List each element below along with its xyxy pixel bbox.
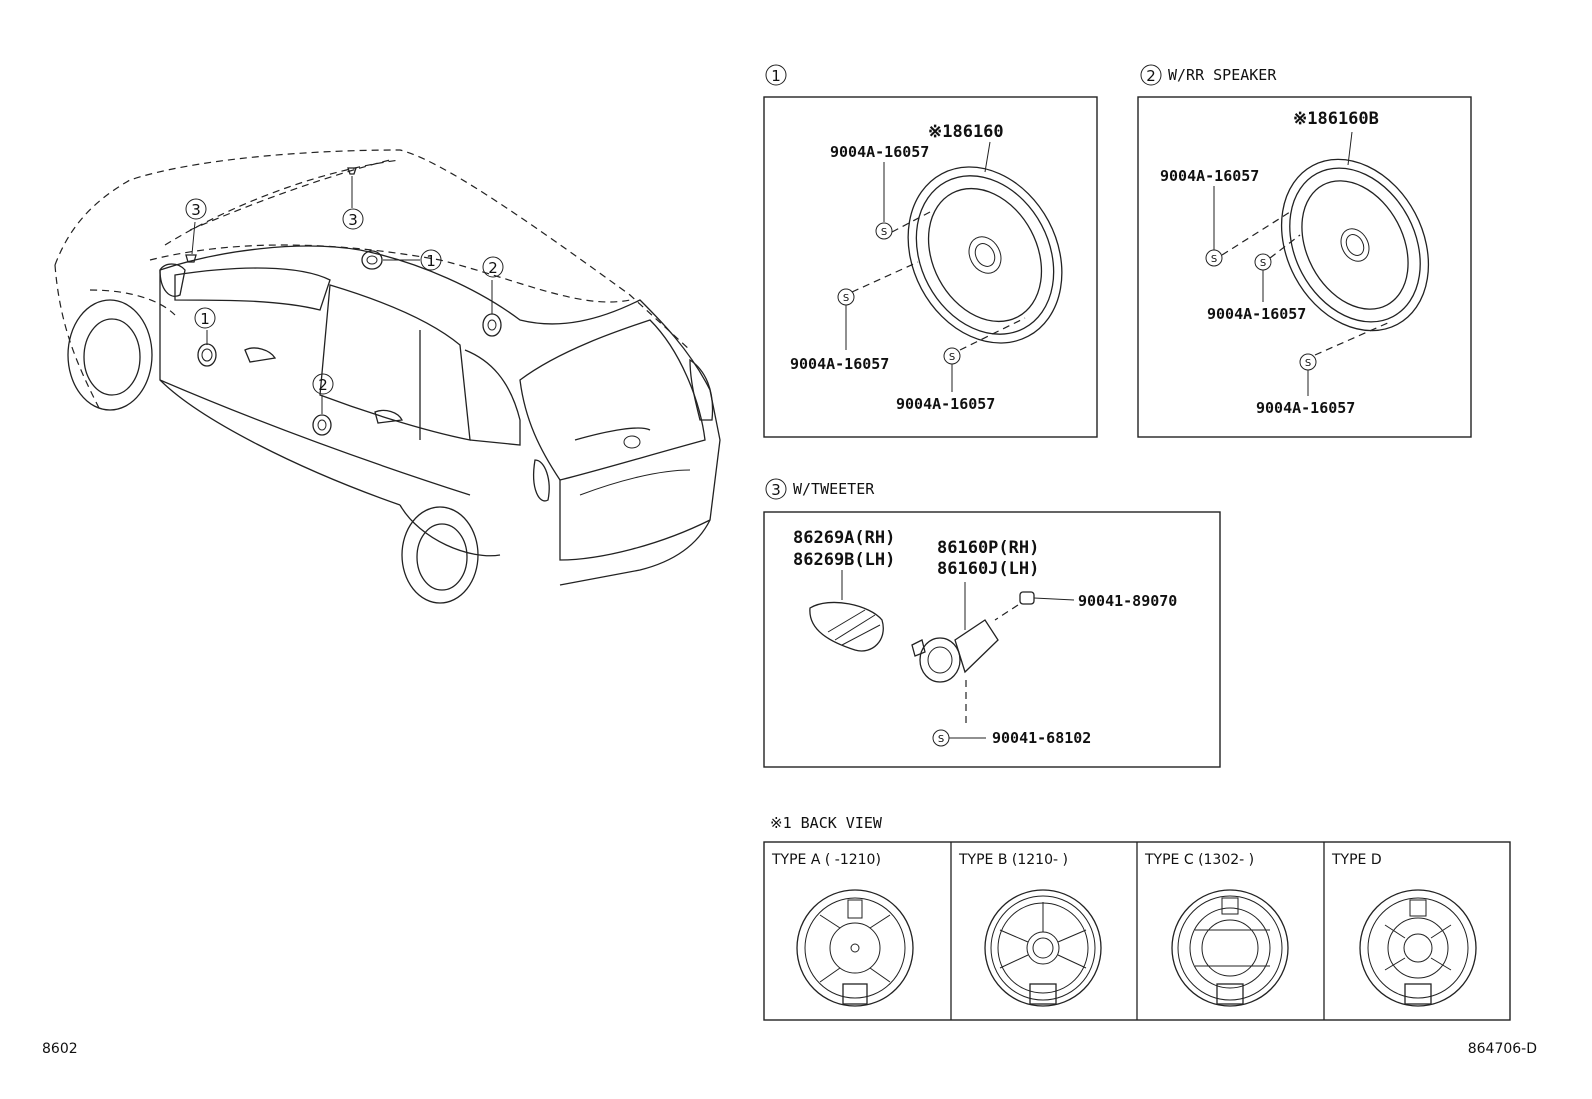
car-speaker-front-roof (361, 250, 383, 270)
car-tweeter-pillar (185, 254, 197, 263)
rear-speaker-unit (1280, 158, 1430, 332)
screw-icon: S (1299, 353, 1317, 371)
tweeter-clip (1019, 591, 1075, 605)
svg-text:S: S (1305, 358, 1311, 369)
section-3-number: 3 (771, 481, 781, 499)
type-d-label: TYPE D (1331, 852, 1382, 868)
tweeter-cover (809, 601, 884, 652)
front-speaker-unit (907, 166, 1063, 344)
section-1-screw-part-bottom: 9004A-16057 (896, 395, 995, 413)
section-rear-speaker: 2 W/RR SPEAKER ※186160B 9004A-16057 9004… (1137, 64, 1472, 438)
callout-2-roof: 2 (482, 256, 504, 278)
section-1-number: 1 (771, 67, 781, 85)
type-a-speaker-back (796, 889, 914, 1007)
screw-icon: S (1254, 253, 1272, 271)
screw-icon: S (837, 288, 855, 306)
page-code-right: 864706-D (1468, 1041, 1537, 1057)
callout-3-pillar: 3 (185, 198, 207, 220)
type-d-speaker-back (1359, 889, 1477, 1007)
car-speaker-front-door (197, 343, 217, 367)
callout-1-roof: 1 (420, 249, 442, 271)
svg-text:S: S (949, 352, 955, 363)
svg-text:S: S (938, 734, 944, 745)
svg-text:S: S (1211, 254, 1217, 265)
callout-3-roof: 3 (342, 208, 364, 230)
section-2-title: W/RR SPEAKER (1168, 66, 1277, 84)
car-speaker-rear-door (312, 414, 332, 436)
section-1-screw-part-left: 9004A-16057 (790, 355, 889, 373)
svg-text:S: S (843, 293, 849, 304)
type-b-label: TYPE B (1210- ) (958, 852, 1068, 868)
tweeter-cover-part-rh: 86269A(RH) (793, 528, 895, 548)
tweeter-part-rh: 86160P(RH) (937, 538, 1039, 558)
svg-text:3: 3 (348, 211, 358, 229)
section-3-title: W/TWEETER (793, 480, 875, 498)
car-tweeter-roof (347, 167, 357, 175)
rear-wheel (401, 506, 479, 604)
screw-icon: S (1205, 249, 1223, 267)
car-illustration: 1 2 1 2 3 3 (54, 149, 721, 604)
tweeter-clip-part: 90041-89070 (1078, 592, 1177, 610)
section-front-speaker: 1 ※186160 9004A-16057 9004A-16057 9004A-… (763, 64, 1098, 438)
callout-1-door: 1 (194, 307, 216, 329)
section-back-view: ※1 BACK VIEW TYPE A ( -1210) TYPE B (121… (763, 814, 1511, 1021)
screw-icon: S (875, 222, 893, 240)
page-code-left: 8602 (42, 1041, 78, 1057)
section-1-frame (763, 96, 1098, 438)
type-a-label: TYPE A ( -1210) (771, 852, 881, 868)
svg-text:S: S (881, 227, 887, 238)
type-b-speaker-back (984, 889, 1102, 1007)
callout-2-door: 2 (312, 373, 334, 395)
section-2-screw-part-middle: 9004A-16057 (1207, 305, 1306, 323)
tweeter-cover-part-lh: 86269B(LH) (793, 550, 895, 570)
type-c-label: TYPE C (1302- ) (1144, 852, 1254, 868)
section-1-speaker-part: ※186160 (928, 122, 1004, 142)
section-2-speaker-part: ※186160B (1293, 109, 1379, 129)
svg-text:1: 1 (426, 252, 436, 270)
tweeter-unit (911, 619, 999, 683)
tweeter-screw-part: 90041-68102 (992, 729, 1091, 747)
svg-text:2: 2 (318, 376, 328, 394)
section-2-screw-part-left: 9004A-16057 (1160, 167, 1259, 185)
section-2-screw-part-bottom: 9004A-16057 (1256, 399, 1355, 417)
back-view-title: ※1 BACK VIEW (770, 814, 883, 832)
svg-text:3: 3 (191, 201, 201, 219)
type-c-speaker-back (1171, 889, 1289, 1007)
section-3-frame (763, 511, 1221, 768)
front-wheel (67, 299, 153, 411)
svg-text:1: 1 (200, 310, 210, 328)
tweeter-part-lh: 86160J(LH) (937, 559, 1039, 579)
svg-text:S: S (1260, 258, 1266, 269)
car-speaker-rear-roof (482, 313, 502, 337)
section-tweeter: 3 W/TWEETER 86269A(RH) 86269B(LH) 86160P… (763, 478, 1221, 768)
screw-icon: S (943, 347, 961, 365)
section-1-screw-part-top: 9004A-16057 (830, 143, 929, 161)
svg-text:2: 2 (488, 259, 498, 277)
section-2-frame (1137, 96, 1472, 438)
screw-icon: S (932, 729, 950, 747)
section-2-number: 2 (1146, 67, 1156, 85)
